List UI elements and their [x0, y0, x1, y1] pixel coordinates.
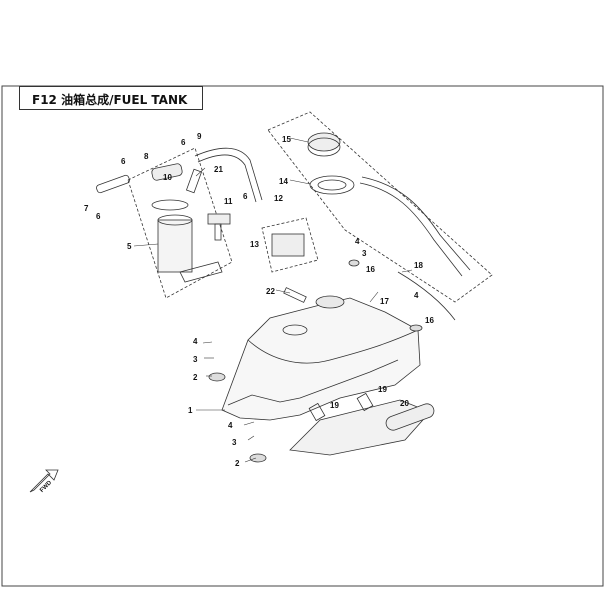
clip-left	[308, 402, 326, 422]
callout-1: 1	[188, 406, 193, 415]
fwd-arrow-icon: FWD	[29, 469, 59, 494]
callout-3: 3	[362, 249, 367, 258]
hose-short	[96, 174, 130, 194]
callout-6: 6	[121, 157, 126, 166]
callout-19: 19	[330, 401, 339, 410]
callout-14: 14	[279, 177, 288, 186]
title-box: F12 油箱总成/FUEL TANK	[19, 86, 203, 110]
connector-tail	[214, 223, 222, 241]
pump-group-box	[127, 147, 233, 299]
callout-16: 16	[366, 265, 375, 274]
callout-4: 4	[193, 337, 198, 346]
callout-21: 21	[214, 165, 223, 174]
fuel-pump-top	[157, 214, 193, 226]
pump-filter	[179, 261, 223, 283]
connector	[207, 213, 231, 225]
fuel-tank	[221, 297, 421, 421]
callout-6: 6	[243, 192, 248, 201]
clamp-bar	[385, 403, 435, 431]
cap-group-box	[267, 111, 493, 303]
fuel-cap	[307, 132, 341, 152]
fuel-cap-base	[307, 137, 341, 157]
callout-4: 4	[414, 291, 419, 300]
callout-6: 6	[181, 138, 186, 147]
fuel-filter	[151, 163, 183, 181]
callouts: 1 2 2 3 3 3 4 4 4 4 5 6 6 6 6 7 8 9 10 1…	[84, 132, 434, 468]
callout-3: 3	[232, 438, 237, 447]
mount-rubber-top	[348, 259, 360, 267]
page-border	[1, 85, 604, 587]
callout-17: 17	[380, 297, 389, 306]
callout-19: 19	[378, 385, 387, 394]
callout-20: 20	[400, 399, 409, 408]
callout-18: 18	[414, 261, 423, 270]
page-title: F12 油箱总成/FUEL TANK	[32, 93, 188, 107]
callout-10: 10	[163, 173, 172, 182]
callout-15: 15	[282, 135, 291, 144]
callout-4: 4	[228, 421, 233, 430]
bracket-21	[185, 168, 203, 194]
mount-rubber-lower	[249, 453, 267, 463]
callout-4: 4	[355, 237, 360, 246]
callout-8: 8	[144, 152, 149, 161]
cap-ring-inner	[317, 179, 347, 191]
vent-hose	[361, 176, 471, 271]
valve-group-box	[261, 217, 319, 273]
callout-7: 7	[84, 204, 89, 213]
callout-9: 9	[197, 132, 202, 141]
leader-lines	[133, 137, 413, 463]
exploded-view	[96, 111, 493, 463]
fuel-pump	[157, 219, 193, 273]
callout-3: 3	[193, 355, 198, 364]
valve-assembly	[271, 233, 305, 257]
callout-2: 2	[235, 459, 240, 468]
callout-11: 11	[224, 197, 233, 206]
callout-13: 13	[250, 240, 259, 249]
callout-6: 6	[96, 212, 101, 221]
callout-2: 2	[193, 373, 198, 382]
callout-5: 5	[127, 242, 132, 251]
drain-hose	[397, 271, 456, 321]
hose-top-2	[197, 154, 257, 203]
fuel-tank-flange	[227, 359, 399, 406]
clip-right	[356, 392, 374, 412]
mount-rubber-right	[409, 324, 423, 332]
tank-pump-opening	[282, 324, 308, 336]
callout-16: 16	[425, 316, 434, 325]
vent-hose-2	[359, 182, 463, 277]
breather-pipe	[283, 287, 307, 303]
cap-ring	[309, 175, 355, 195]
mount-rubber-front	[208, 372, 226, 382]
fuel-tank-ridge	[247, 329, 419, 364]
pump-gasket	[151, 199, 189, 211]
callout-12: 12	[274, 194, 283, 203]
tank-filler-neck	[315, 295, 345, 309]
hose-top	[194, 147, 263, 201]
callout-22: 22	[266, 287, 275, 296]
